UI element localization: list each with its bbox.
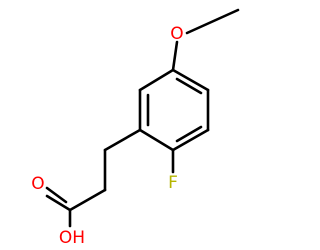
ring-bond-1-inner bbox=[175, 77, 203, 95]
atom-label-carbonyl-oxygen: O bbox=[31, 174, 44, 194]
bond-chain-carboxyl bbox=[68, 188, 107, 212]
ring-bond-3-inner bbox=[175, 125, 203, 143]
bond-carbonyl-inner bbox=[45, 186, 68, 204]
bond-oxygen-ring bbox=[171, 40, 179, 72]
ring-bond-3 bbox=[171, 128, 210, 152]
atom-label-fluorine: F bbox=[168, 173, 178, 193]
atom-labels: O F O OH bbox=[31, 24, 183, 248]
bond-carbonyl-outer bbox=[45, 194, 72, 212]
bonds bbox=[45, 8, 240, 228]
atom-label-hydroxyl: OH bbox=[59, 228, 85, 248]
atom-label-methoxy-oxygen: O bbox=[170, 24, 183, 44]
structural-formula: O F O OH bbox=[31, 8, 240, 248]
ring-bond-4 bbox=[138, 128, 175, 152]
bond-ring-chain bbox=[103, 128, 142, 152]
bond-methyl-oxygen bbox=[185, 8, 240, 35]
ring-bond-6 bbox=[138, 68, 175, 92]
ring-bond-1 bbox=[171, 68, 210, 92]
